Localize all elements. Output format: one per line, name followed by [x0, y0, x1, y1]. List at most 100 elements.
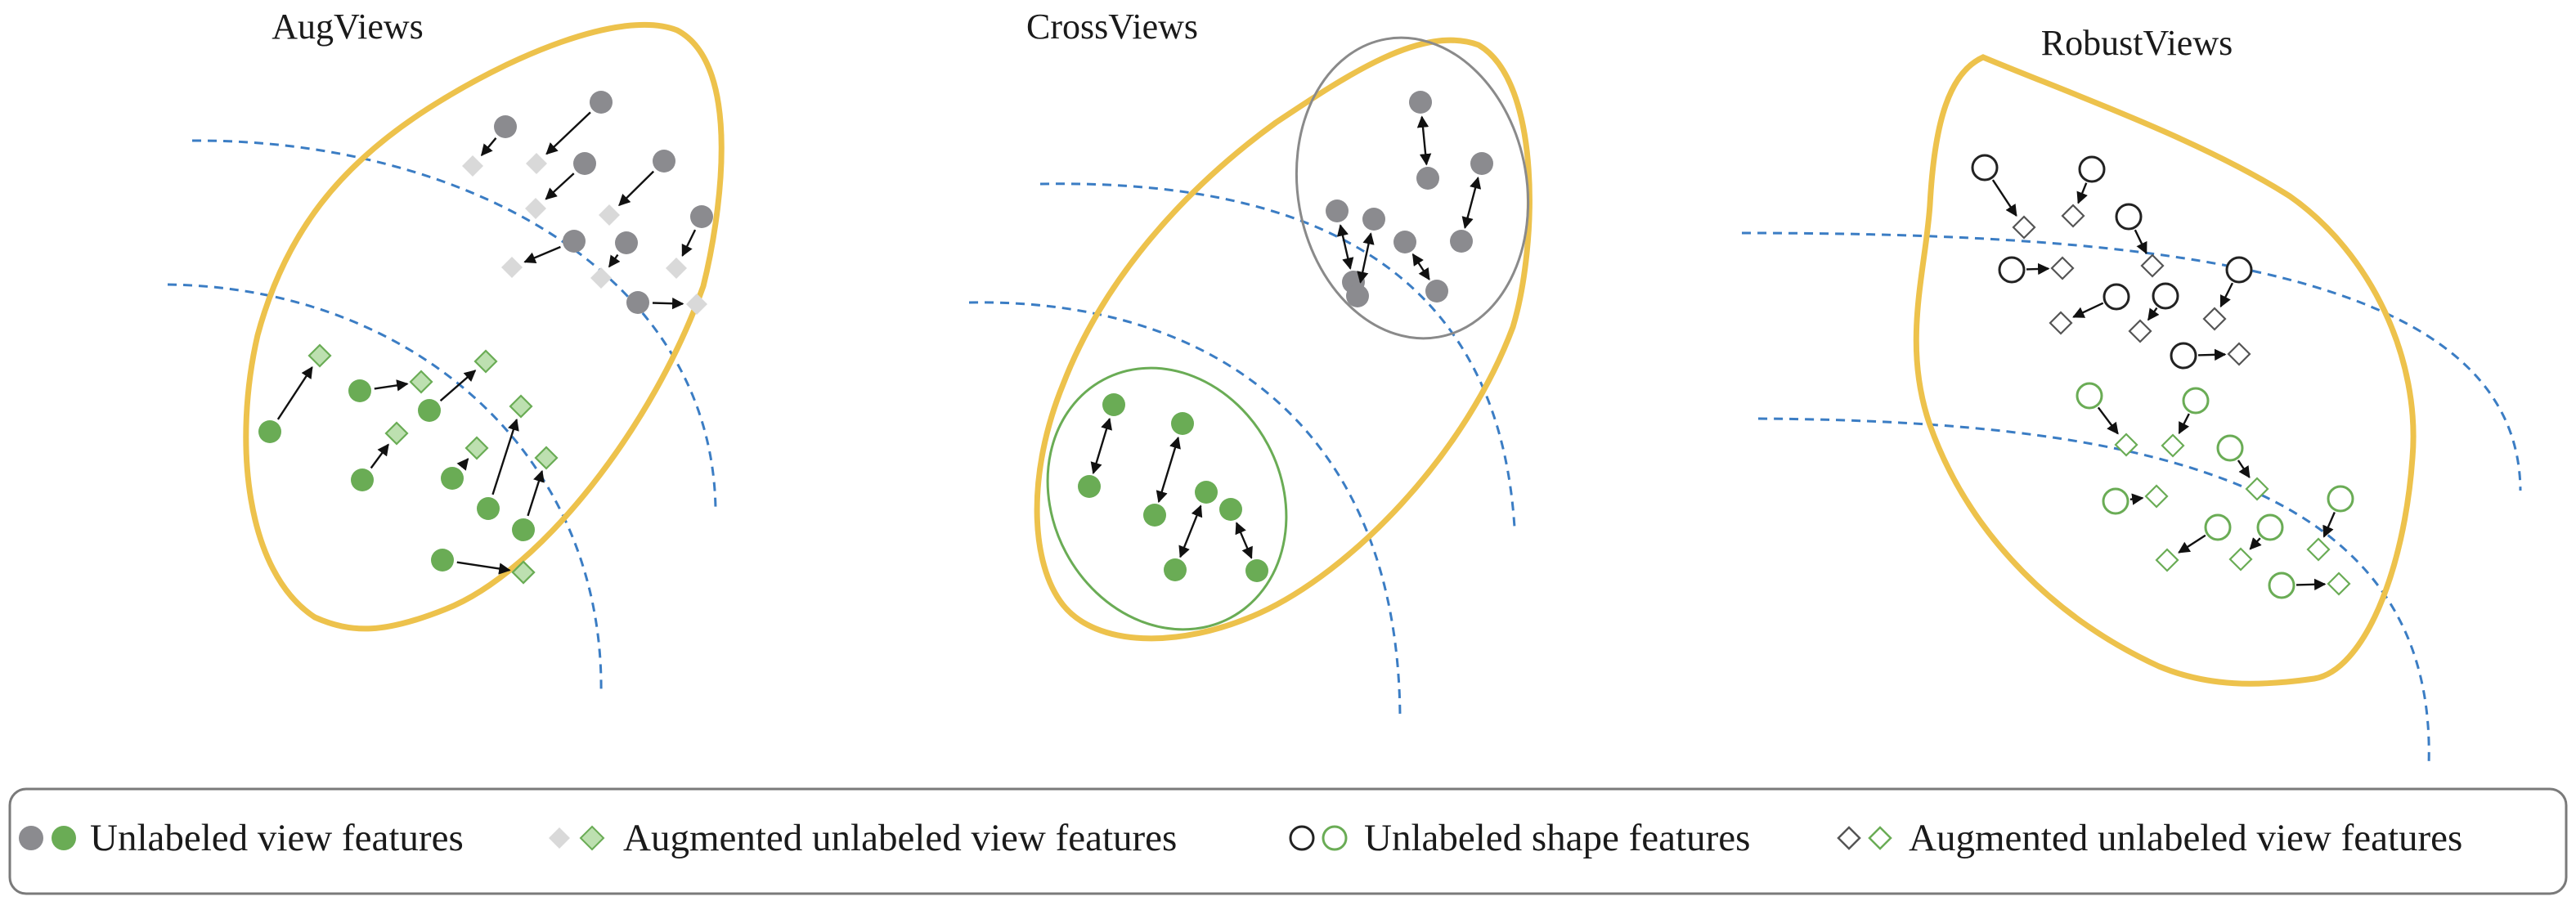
legend: Unlabeled view features Augmented unlabe…	[8, 787, 2568, 895]
filled-diamonds-icon	[549, 825, 605, 851]
feature-arrow	[2296, 578, 2327, 591]
augmented-view-feature	[2140, 253, 2165, 278]
decision-boundary	[167, 283, 603, 696]
feature-arrow	[491, 418, 519, 495]
unlabeled-view-feature	[1143, 504, 1166, 527]
panel-title-robustviews: RobustViews	[2041, 23, 2233, 63]
augmented-view-feature	[2012, 215, 2036, 240]
cluster-outline-gray	[1295, 36, 1530, 340]
feature-arrow	[1411, 253, 1430, 280]
feature-arrow	[2076, 182, 2088, 204]
unlabeled-view-feature	[573, 152, 596, 175]
unlabeled-view-feature	[258, 420, 281, 443]
augmented-view-feature	[525, 198, 546, 219]
augmented-view-feature	[509, 394, 533, 419]
augmented-view-feature	[590, 267, 612, 289]
augmented-view-feature	[473, 349, 498, 374]
unlabeled-shape-feature	[1998, 256, 2026, 284]
feature-arrow	[2072, 302, 2104, 318]
unlabeled-view-feature	[1219, 498, 1242, 521]
crossviews-points	[1078, 91, 1493, 582]
unlabeled-shape-feature	[2078, 155, 2106, 183]
unlabeled-view-feature	[431, 549, 454, 572]
augmented-view-feature	[2050, 256, 2075, 280]
unlabeled-view-feature	[1346, 285, 1369, 307]
unlabeled-view-feature	[1078, 475, 1101, 498]
feature-arrow	[545, 173, 575, 200]
augmented-view-feature	[2327, 572, 2351, 596]
feature-arrow	[2237, 459, 2251, 479]
augmented-view-feature	[526, 153, 547, 174]
feature-arrow	[439, 370, 477, 402]
decision-boundary	[1039, 182, 1516, 528]
feature-arrow	[2322, 512, 2336, 538]
feature-arrow	[374, 379, 409, 392]
feature-arrow	[545, 111, 591, 155]
unlabeled-view-feature	[1171, 412, 1194, 435]
decision-boundary	[1741, 231, 2522, 491]
unlabeled-shape-feature	[2102, 487, 2129, 515]
unlabeled-shape-feature	[2115, 203, 2143, 231]
augmented-view-feature	[2061, 204, 2085, 228]
legend-label: Unlabeled shape features	[1364, 817, 1750, 859]
feature-arrow	[2197, 348, 2227, 361]
unlabeled-view-feature	[653, 150, 675, 173]
feature-arrow	[1461, 177, 1482, 229]
unlabeled-shape-feature	[2327, 485, 2354, 513]
feature-arrow	[2249, 537, 2262, 550]
augmented-view-feature	[666, 258, 687, 279]
unlabeled-shape-feature	[2225, 256, 2253, 284]
feature-arrow	[1235, 522, 1253, 559]
legend-label: Augmented unlabeled view features	[1909, 817, 2462, 859]
unlabeled-shape-feature	[2152, 282, 2179, 310]
feature-arrow	[1336, 224, 1354, 270]
feature-arrow	[2178, 534, 2206, 554]
unlabeled-view-feature	[1450, 230, 1473, 253]
unlabeled-view-feature	[494, 115, 517, 138]
feature-arrow	[608, 253, 621, 268]
unlabeled-view-feature	[512, 518, 535, 541]
unlabeled-view-feature	[1326, 199, 1349, 222]
legend-frame	[8, 787, 2568, 895]
panel-title-augviews: AugViews	[272, 7, 424, 47]
decision-boundary	[968, 301, 1402, 719]
feature-arrow	[2219, 282, 2234, 308]
feature-arrow	[2134, 229, 2147, 254]
augmented-view-feature	[2049, 311, 2073, 335]
filled-circles-icon	[19, 826, 76, 850]
panel-crossviews: CrossViews	[968, 7, 1533, 719]
unlabeled-view-feature	[563, 230, 586, 253]
feature-arrow	[1416, 115, 1432, 166]
augmented-view-feature	[2202, 307, 2227, 331]
feature-arrow	[681, 229, 697, 258]
unlabeled-shape-feature	[2170, 342, 2197, 370]
feature-arrow	[523, 245, 561, 264]
feature-arrow	[370, 443, 389, 469]
feature-arrow	[2147, 307, 2160, 321]
unlabeled-view-feature	[1470, 152, 1493, 175]
unlabeled-shape-feature	[2103, 283, 2130, 311]
cluster-outline-green	[1046, 366, 1288, 631]
unlabeled-view-feature	[1245, 559, 1268, 582]
augmented-view-feature	[464, 436, 489, 460]
unlabeled-view-feature	[1416, 167, 1439, 190]
panel-title-crossviews: CrossViews	[1026, 7, 1198, 47]
hollow-circles-icon	[1289, 825, 1348, 851]
decision-boundary	[1757, 417, 2430, 765]
unlabeled-view-feature	[1409, 91, 1432, 114]
unlabeled-view-feature	[418, 399, 441, 422]
legend-label: Augmented unlabeled view features	[623, 817, 1177, 859]
unlabeled-view-feature	[477, 497, 500, 520]
unlabeled-view-feature	[590, 91, 613, 114]
hollow-diamonds-icon	[1837, 826, 1892, 850]
feature-arrow	[1357, 232, 1375, 284]
unlabeled-shape-feature	[2256, 513, 2284, 541]
feature-arrow	[2097, 406, 2119, 435]
augmented-view-feature	[501, 257, 523, 278]
unlabeled-view-feature	[1393, 231, 1416, 253]
feature-arrow	[276, 366, 313, 420]
augviews-points	[258, 91, 713, 585]
augmented-view-feature	[2114, 433, 2138, 457]
augmented-view-feature	[384, 421, 409, 446]
